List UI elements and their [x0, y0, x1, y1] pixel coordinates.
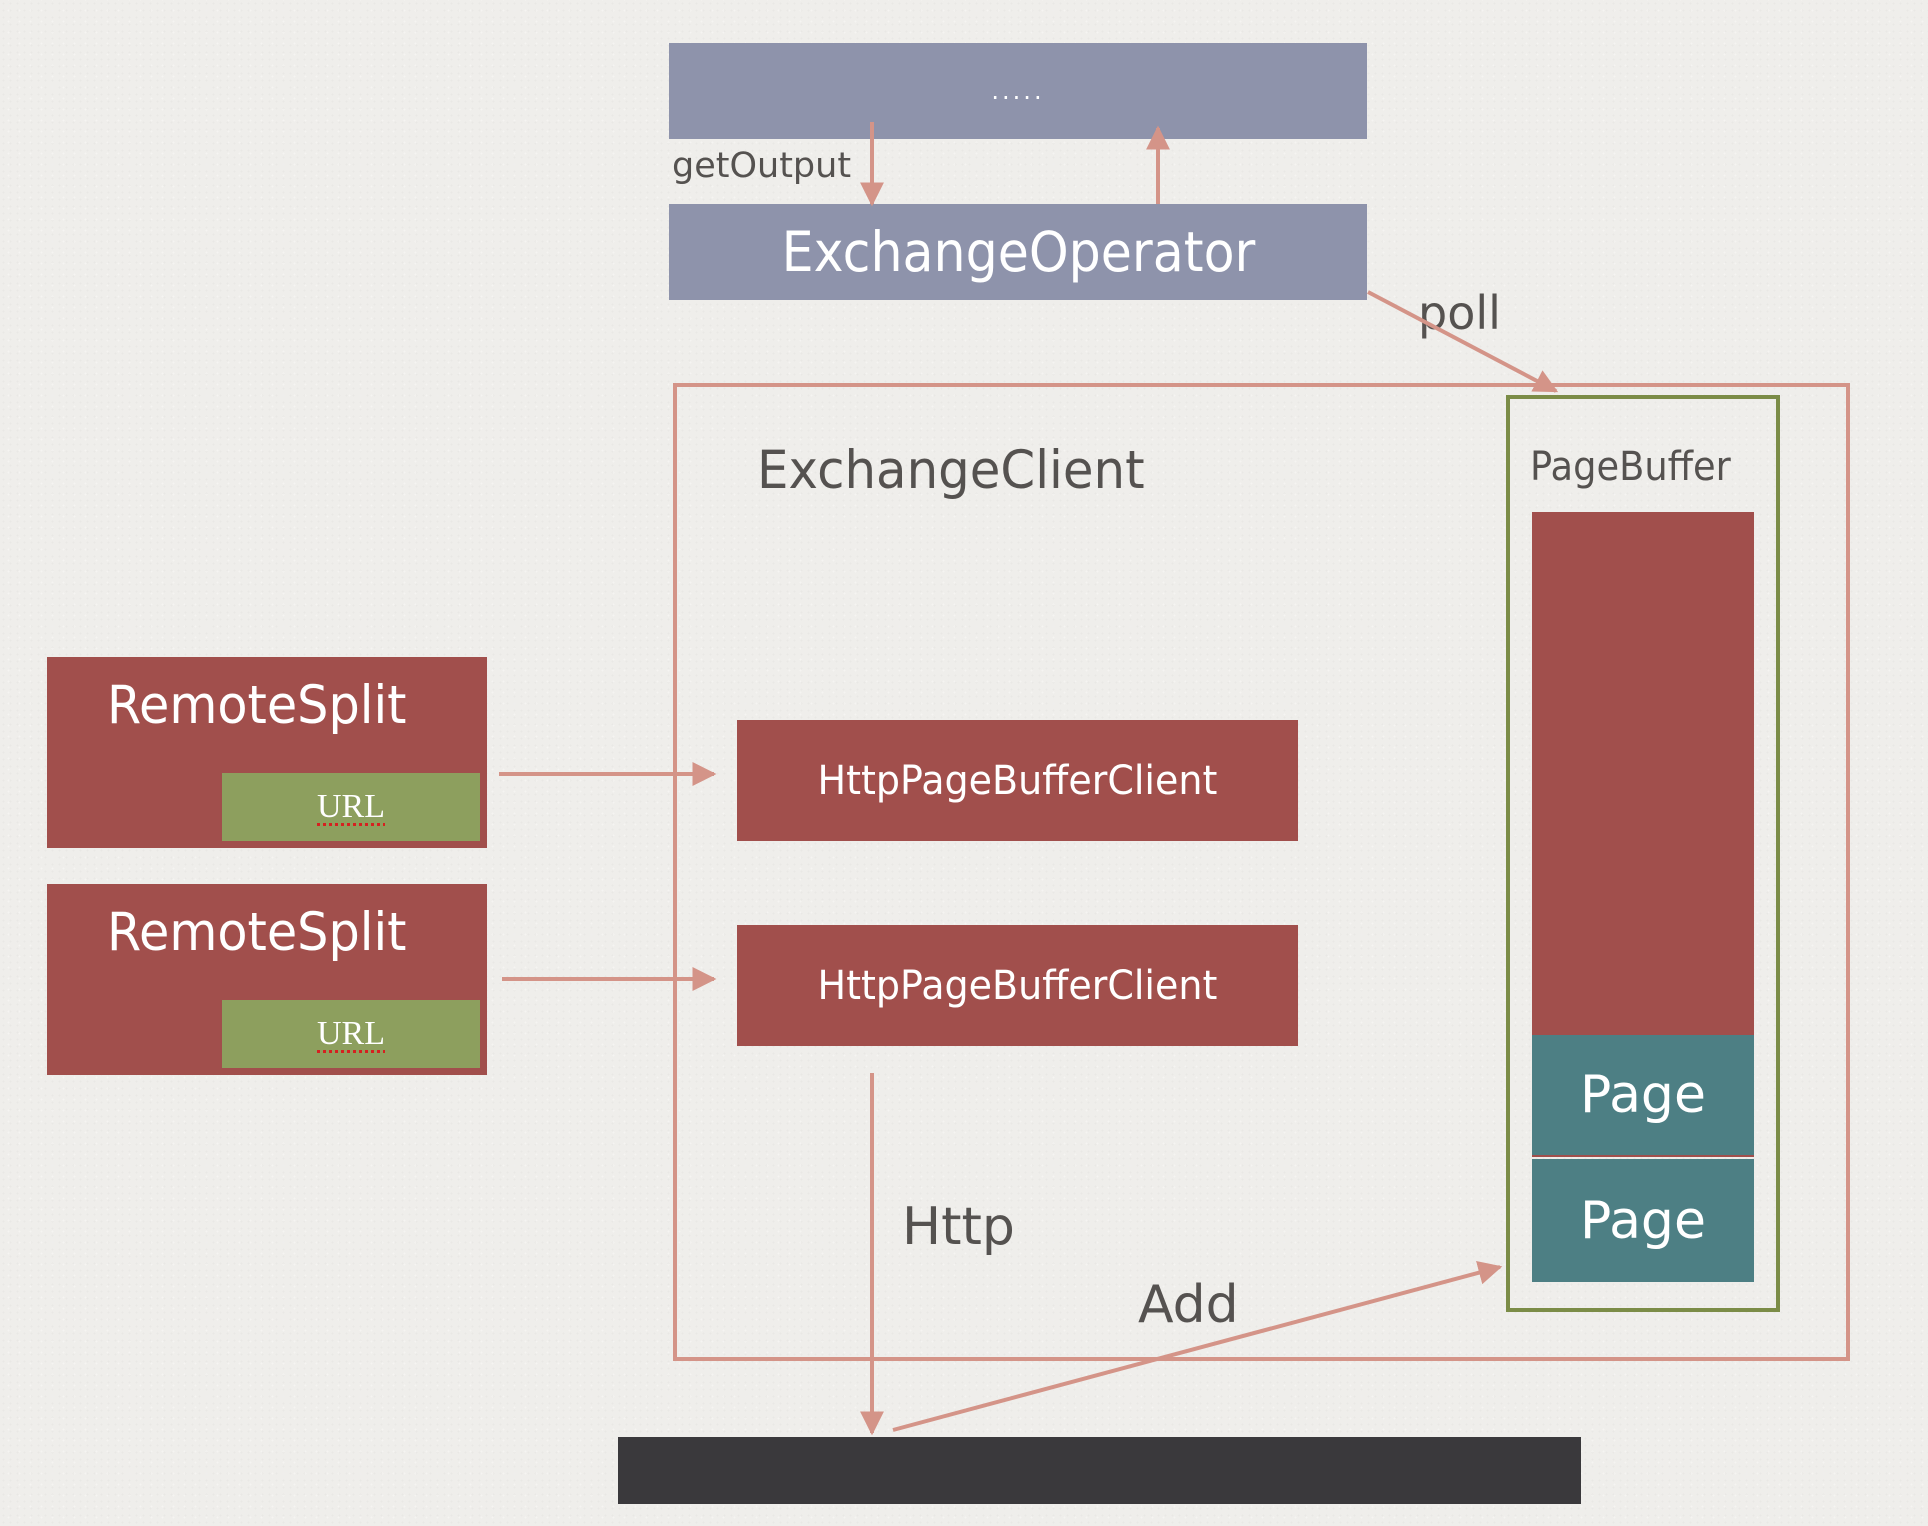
add-arrow — [892, 1261, 1503, 1432]
http-page-buffer-client-box: HttpPageBufferClient — [737, 925, 1298, 1046]
http-page-buffer-client-box: HttpPageBufferClient — [737, 720, 1298, 841]
poll-arrow — [1367, 290, 1559, 393]
exchange-operator-box: ExchangeOperator — [669, 204, 1367, 300]
exchange-operator-label: ExchangeOperator — [781, 220, 1255, 284]
http-page-buffer-client-label: HttpPageBufferClient — [817, 962, 1218, 1009]
page-label: Page — [1580, 1190, 1706, 1251]
page-label: Page — [1580, 1065, 1706, 1125]
page-buffer-title: PageBuffer — [1530, 444, 1731, 490]
remote-split-label: RemoteSplit — [107, 902, 407, 963]
url-badge: URL — [222, 1000, 480, 1068]
http-page-buffer-client-label: HttpPageBufferClient — [817, 757, 1218, 804]
page-block: Page — [1532, 1035, 1754, 1157]
url-label: URL — [317, 788, 385, 825]
add-label: Add — [1138, 1275, 1239, 1335]
exchange-client-frame — [673, 383, 1850, 1361]
page-block: Page — [1532, 1159, 1754, 1282]
page-buffer-storage — [1532, 512, 1754, 1035]
exchange-client-title: ExchangeClient — [757, 440, 1145, 501]
remote-worker-bar — [618, 1437, 1581, 1504]
page-buffer-frame — [1506, 395, 1780, 1312]
url-badge: URL — [222, 773, 480, 841]
url-label: URL — [317, 1015, 385, 1052]
upstream-operator-box: ..... — [669, 43, 1367, 139]
get-output-label: getOutput — [672, 146, 852, 186]
http-label: Http — [902, 1197, 1015, 1257]
remote-split-label: RemoteSplit — [107, 675, 407, 736]
upstream-operator-label: ..... — [991, 77, 1045, 105]
poll-label: poll — [1418, 286, 1501, 340]
